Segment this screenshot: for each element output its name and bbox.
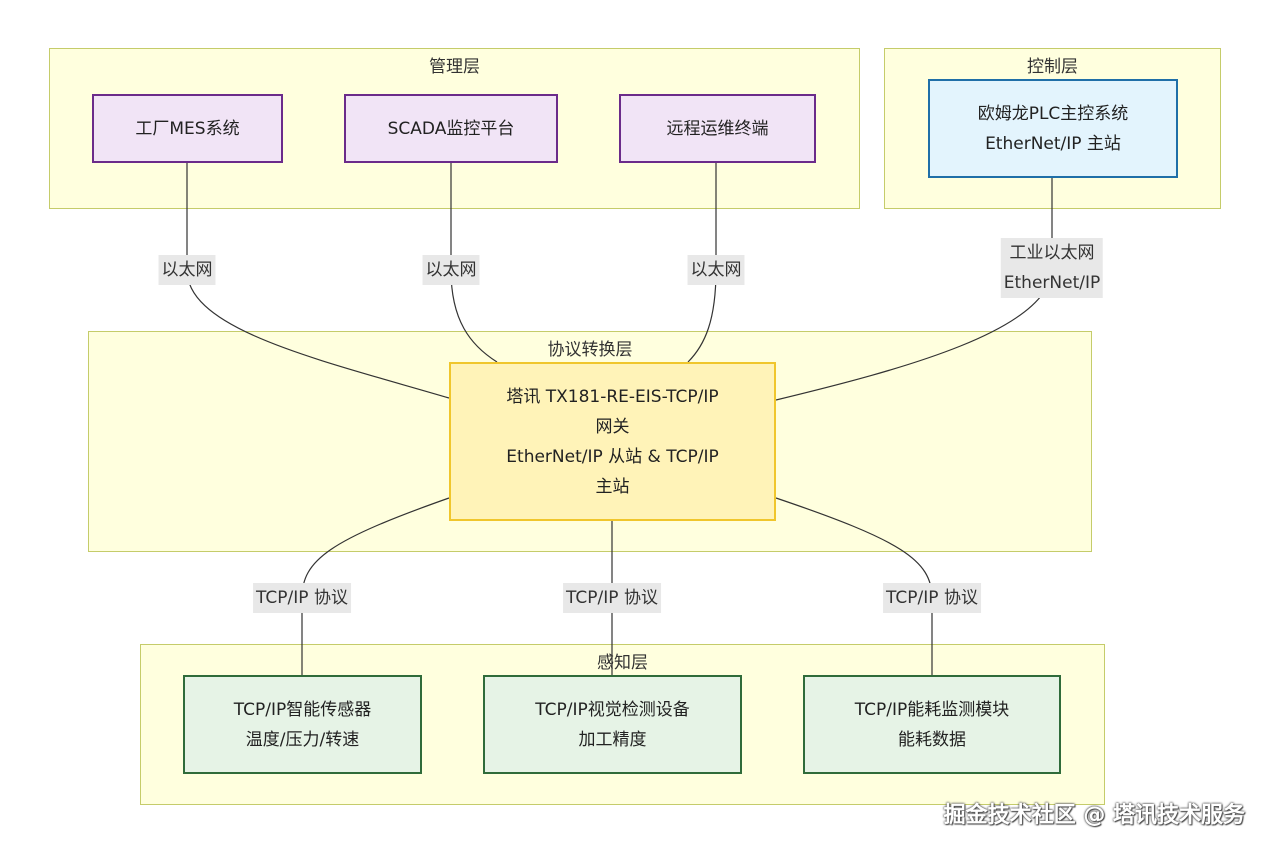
node-gateway[interactable]: 塔讯 TX181-RE-EIS-TCP/IP 网关 EtherNet/IP 从站… [449,362,776,521]
node-scada[interactable]: SCADA监控平台 [344,94,558,163]
edge-label-mes: 以太网 [158,255,216,285]
node-vision-line2: 加工精度 [578,729,647,750]
edge-label-energy-text: TCP/IP 协议 [886,588,978,608]
edge-label-vision: TCP/IP 协议 [563,583,661,613]
node-gateway-line2: 网关 [595,416,630,437]
node-scada-label: SCADA监控平台 [387,118,515,139]
edge-label-energy: TCP/IP 协议 [883,583,981,613]
edge-mes-gateway [186,163,450,399]
edge-label-plc: 工业以太网 EtherNet/IP [1000,238,1104,298]
node-vision-line1: TCP/IP视觉检测设备 [535,699,690,720]
edge-label-sensor-text: TCP/IP 协议 [256,588,348,608]
node-sensor[interactable]: TCP/IP智能传感器 温度/压力/转速 [183,675,422,774]
edge-label-mes-text: 以太网 [161,260,213,280]
node-plc[interactable]: 欧姆龙PLC主控系统 EtherNet/IP 主站 [928,79,1178,178]
layer-sensing-title: 感知层 [597,653,648,673]
node-vision[interactable]: TCP/IP视觉检测设备 加工精度 [483,675,742,774]
node-remote[interactable]: 远程运维终端 [619,94,816,163]
edge-label-plc-line1: 工业以太网 [1009,243,1095,263]
node-sensor-line2: 温度/压力/转速 [245,729,360,750]
edge-label-scada: 以太网 [422,255,480,285]
node-energy[interactable]: TCP/IP能耗监测模块 能耗数据 [803,675,1061,774]
layer-protocol-title: 协议转换层 [547,340,633,360]
node-sensor-line1: TCP/IP智能传感器 [233,699,372,720]
edge-label-vision-text: TCP/IP 协议 [566,588,658,608]
node-mes[interactable]: 工厂MES系统 [92,94,283,163]
node-plc-line2: EtherNet/IP 主站 [985,133,1121,154]
node-plc-line1: 欧姆龙PLC主控系统 [977,103,1129,124]
node-gateway-line4: 主站 [595,476,630,497]
node-mes-label: 工厂MES系统 [135,118,240,139]
edge-label-scada-text: 以太网 [425,260,477,280]
node-gateway-line3: EtherNet/IP 从站 & TCP/IP [506,446,719,467]
layer-management-title: 管理层 [429,57,480,77]
node-gateway-line1: 塔讯 TX181-RE-EIS-TCP/IP [506,386,719,407]
edge-label-plc-line2: EtherNet/IP [1003,273,1101,293]
edge-label-remote-text: 以太网 [690,260,742,280]
node-energy-line2: 能耗数据 [898,729,966,750]
watermark: 掘金技术社区 @ 塔讯技术服务 [943,803,1245,828]
edge-label-sensor: TCP/IP 协议 [253,583,351,613]
edge-label-remote: 以太网 [687,255,745,285]
node-energy-line1: TCP/IP能耗监测模块 [854,699,1010,720]
node-remote-label: 远程运维终端 [666,118,769,139]
layer-control-title: 控制层 [1027,57,1078,77]
